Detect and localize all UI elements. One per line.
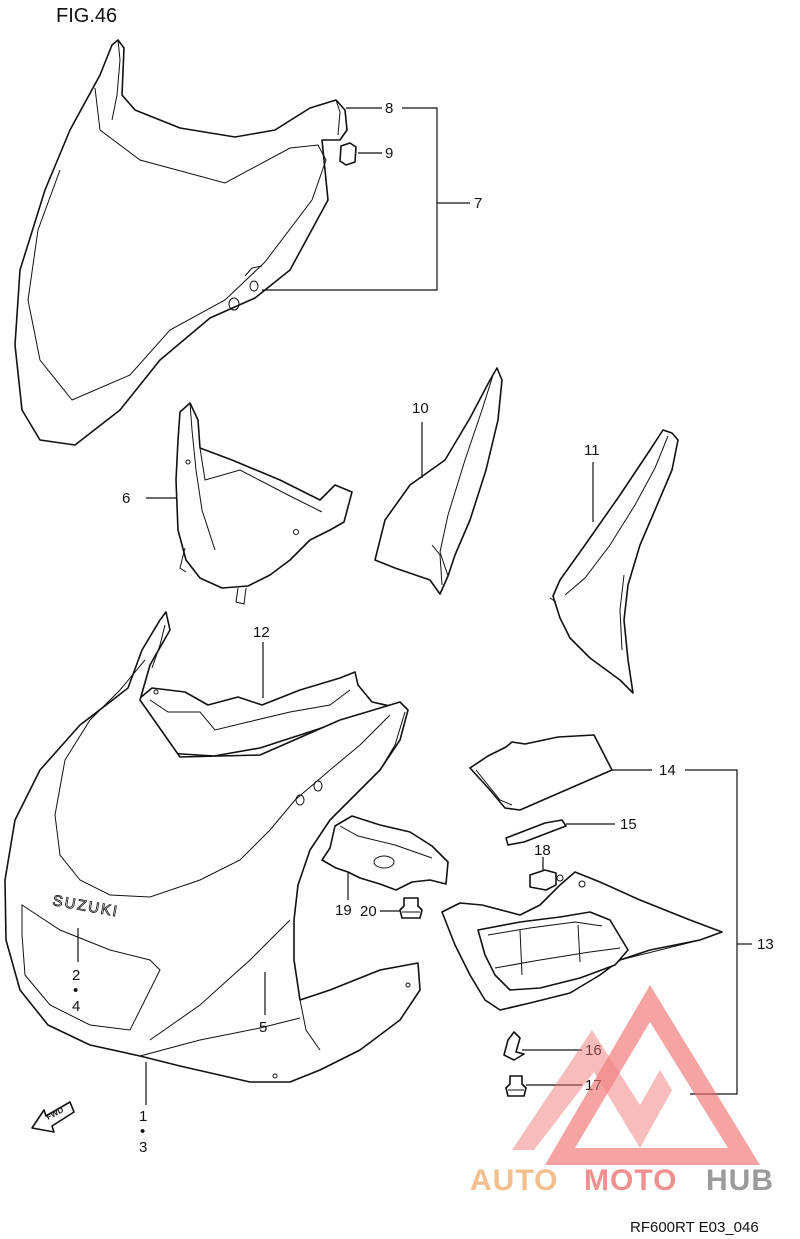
callout-12: 12 xyxy=(253,624,270,641)
watermark-hub: HUB xyxy=(706,1164,774,1197)
bracket-part-19 xyxy=(321,815,449,891)
inner-cowl-part-12 xyxy=(139,671,391,757)
screw-part-17 xyxy=(505,1075,527,1097)
callout-2-separator: • xyxy=(73,982,78,999)
strip-part-15 xyxy=(505,819,567,846)
figure-title: FIG.46 xyxy=(56,5,117,27)
fwd-arrow-icon: FWD xyxy=(31,1101,75,1133)
watermark-moto: MOTO xyxy=(584,1164,677,1197)
side-panel-part-10 xyxy=(374,367,503,595)
callout-2: 2 xyxy=(72,967,80,984)
callout-1: 1 xyxy=(139,1108,147,1125)
callout-15: 15 xyxy=(620,816,637,833)
callout-4: 4 xyxy=(72,998,80,1015)
figure-code: RF600RT E03_046 xyxy=(630,1219,759,1236)
callout-10: 10 xyxy=(412,400,429,417)
callout-6: 6 xyxy=(122,490,130,507)
under-cowl-part-13 xyxy=(441,871,723,1011)
watermark-m-stroke-icon xyxy=(512,1030,672,1150)
callout-20: 20 xyxy=(360,903,377,920)
callout-14: 14 xyxy=(659,762,676,779)
clip-part-18 xyxy=(529,869,557,891)
callout-9: 9 xyxy=(385,145,393,162)
watermark-triangle-icon xyxy=(545,985,760,1165)
callout-19: 19 xyxy=(335,902,352,919)
bolt-part-20 xyxy=(399,897,423,919)
callout-1-separator: • xyxy=(140,1123,145,1140)
callout-5: 5 xyxy=(259,1019,267,1036)
watermark-auto: AUTO xyxy=(470,1164,558,1197)
windscreen-part-7 xyxy=(14,39,348,446)
callout-3: 3 xyxy=(139,1139,147,1156)
callout-13: 13 xyxy=(757,936,774,953)
watermark-logo: AUTO MOTO HUB xyxy=(470,985,774,1197)
callout-18: 18 xyxy=(534,842,551,859)
grommet-part-9 xyxy=(339,142,357,166)
callout-11: 11 xyxy=(584,442,600,459)
callout-8: 8 xyxy=(385,100,393,117)
side-panel-part-11 xyxy=(549,429,679,694)
inner-panel-part-6 xyxy=(175,402,353,605)
lid-part-14 xyxy=(469,734,613,811)
upper-cowl-part-1: SUZUKI xyxy=(4,611,421,1083)
callout-7: 7 xyxy=(474,195,482,212)
clip-part-16 xyxy=(503,1031,525,1061)
callout-16: 16 xyxy=(585,1042,602,1059)
